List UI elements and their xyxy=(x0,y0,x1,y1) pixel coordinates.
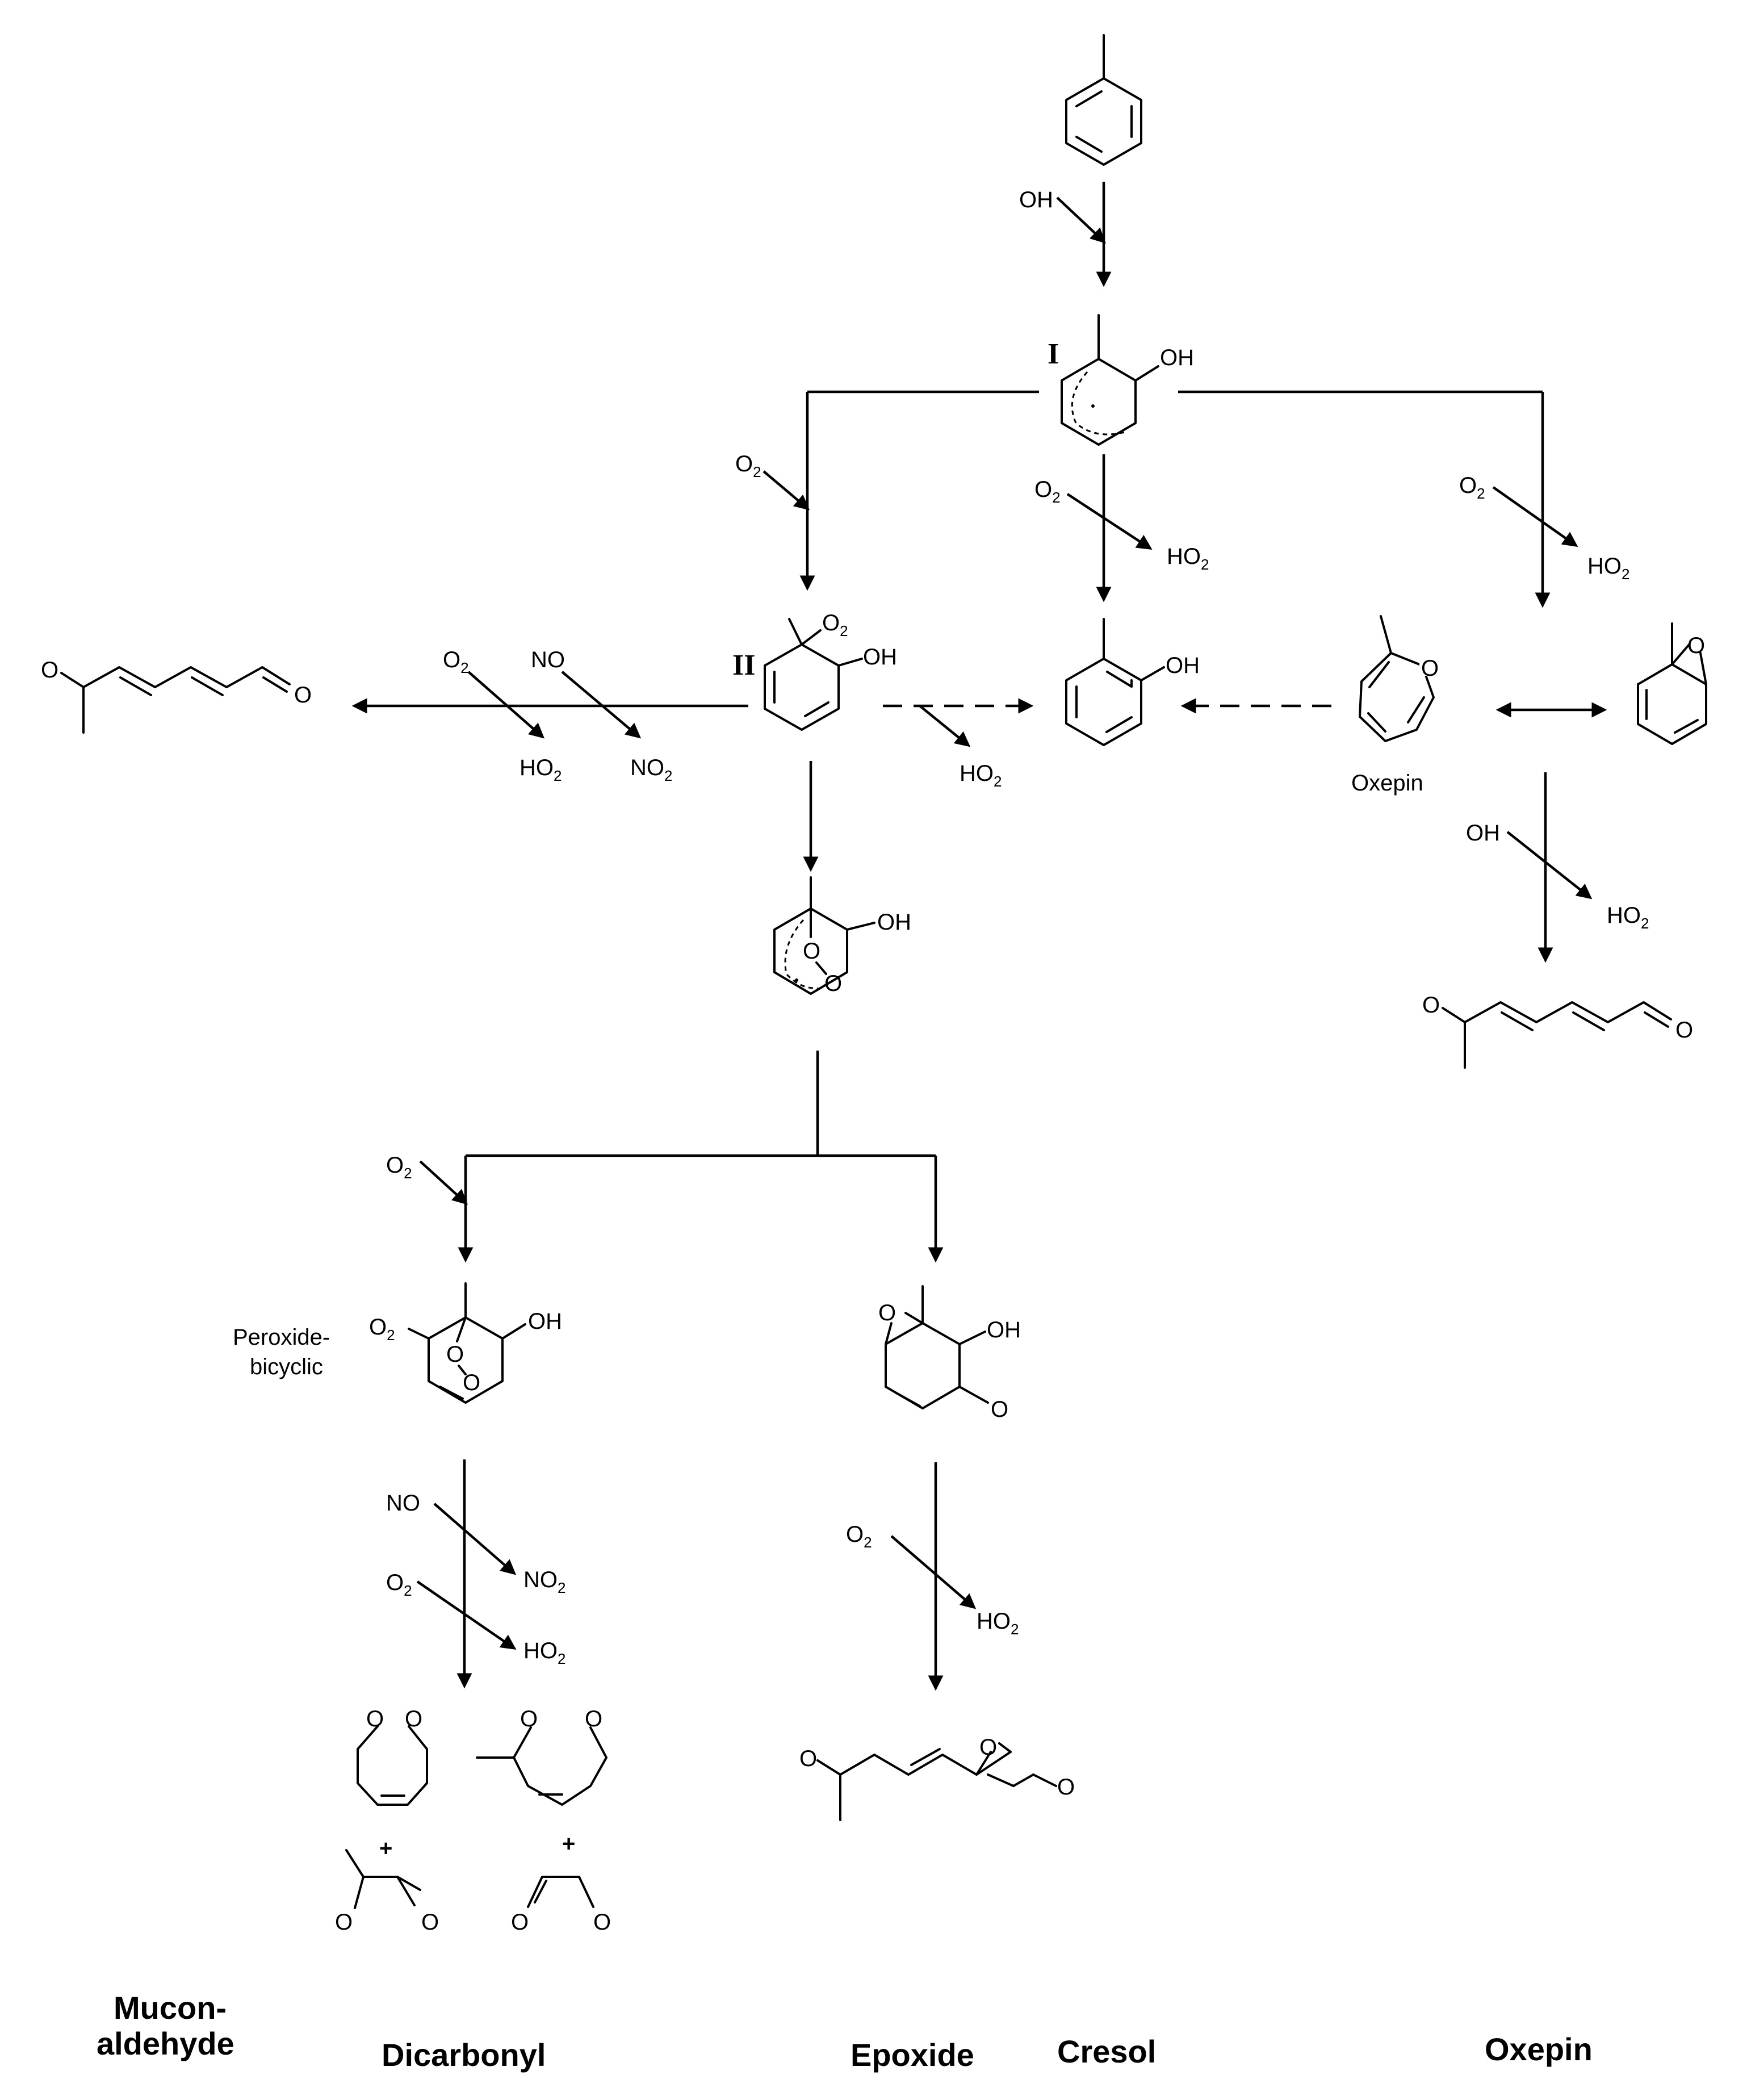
category-labels: Mucon- aldehyde Dicarbonyl Epoxide Creso… xyxy=(97,1990,1593,2073)
atom-o-methylbutenedial-1: O xyxy=(520,1706,538,1731)
reagent-o2-center: O2 xyxy=(1034,477,1061,506)
atom-o-muc-right-1: O xyxy=(1422,993,1440,1018)
atom-o2-II: O2 xyxy=(822,610,848,639)
epoxy-to-epoxide-step: O2 HO2 xyxy=(846,1462,1019,1691)
category-cresol: Cresol xyxy=(1057,2034,1156,2069)
intermediate-II-structure: II O2 OH xyxy=(732,610,897,731)
atom-o-methylbutenedial-2: O xyxy=(585,1706,602,1731)
muconaldehyde-structure-left: O O xyxy=(41,658,312,734)
to-cresol-dashed: HO2 xyxy=(883,698,1331,790)
category-mucon-1: Mucon- xyxy=(114,1990,227,2026)
plus-sign-2: + xyxy=(562,1831,575,1856)
atom-o-muc-right-2: O xyxy=(1675,1018,1693,1043)
reagent-ho2-epox: HO2 xyxy=(977,1609,1019,1638)
intermediate-I-structure: I OH xyxy=(1048,314,1194,446)
plus-sign-1: + xyxy=(379,1836,392,1861)
reagent-ho2-dicarb: HO2 xyxy=(523,1638,565,1667)
atom-o-epoxide-ring: O xyxy=(979,1735,997,1760)
label-oxepin: Oxepin xyxy=(1351,771,1423,796)
bicyclic-radical-structure: O O OH xyxy=(773,876,911,996)
atom-o-benzene-oxide: O xyxy=(1687,633,1705,658)
reagent-ho2-right: HO2 xyxy=(1587,554,1629,583)
label-intermediate-I: I xyxy=(1048,338,1059,370)
reagent-ho2-muc: HO2 xyxy=(520,755,562,784)
toluene-structure xyxy=(1065,34,1142,166)
to-muconaldehyde-step: O2 NO HO2 NO2 xyxy=(351,647,748,784)
atom-o-butenedial-2: O xyxy=(405,1706,422,1731)
atom-o-methylglyoxal-2: O xyxy=(421,1910,439,1935)
reagent-ho2-right-lower: HO2 xyxy=(1607,903,1649,932)
peroxide-bicyclic-structure: Peroxide- bicyclic O2 O O OH xyxy=(233,1282,562,1404)
reagent-ho2-center: HO2 xyxy=(1167,544,1209,573)
atom-oh-I: OH xyxy=(1160,345,1194,370)
reagent-oh-right: OH xyxy=(1466,821,1500,846)
atom-o-glyoxal-1: O xyxy=(511,1910,529,1935)
reagent-o2-left: O2 xyxy=(735,451,761,480)
benzene-oxide-structure: O xyxy=(1637,622,1707,745)
atom-o-peroxide-1: O xyxy=(446,1342,464,1367)
reagent-ho2-dash: HO2 xyxy=(960,761,1002,790)
methylglyoxal-structure: O O xyxy=(335,1849,439,1935)
atom-o-bicyclic-1: O xyxy=(803,939,820,964)
atom-o-glyoxal-2: O xyxy=(593,1910,611,1935)
muconaldehyde-structure-right: O O xyxy=(1422,993,1693,1069)
atom-o-butenedial-1: O xyxy=(366,1706,384,1731)
bicyclic-split: O2 xyxy=(386,1051,944,1263)
atom-oh-epoxy: OH xyxy=(987,1317,1021,1342)
o2-ho2-right: O2 HO2 xyxy=(1459,473,1629,583)
branch-from-I xyxy=(799,390,1551,608)
atom-o-epoxy: O xyxy=(878,1300,896,1325)
o2-ho2-center: O2 HO2 xyxy=(1034,477,1209,573)
cresol-structure: OH xyxy=(1065,618,1200,746)
category-oxepin: Oxepin xyxy=(1485,2031,1593,2067)
atom-oh-II: OH xyxy=(863,645,897,670)
methylbutenedial-structure: O O xyxy=(476,1706,608,1806)
atom-o-epoxide-aldehyde: O xyxy=(1057,1775,1075,1800)
label-peroxide-2: bicyclic xyxy=(250,1354,323,1379)
atom-oh-peroxide: OH xyxy=(528,1309,562,1334)
reagent-o2-epox: O2 xyxy=(846,1522,872,1551)
atom-o-peroxide-2: O xyxy=(463,1370,480,1395)
peroxide-to-dicarbonyl-step: NO O2 NO2 HO2 xyxy=(386,1459,565,1689)
atom-o-alkoxy: O xyxy=(991,1397,1008,1422)
reagent-o2-right: O2 xyxy=(1459,473,1485,502)
reagent-no-dicarb: NO xyxy=(386,1491,420,1516)
atom-o-muc-left-2: O xyxy=(294,683,312,708)
atom-o-muc-left-1: O xyxy=(41,658,58,683)
category-epoxide: Epoxide xyxy=(851,2037,974,2073)
oxepin-to-muconaldehyde-step: OH HO2 xyxy=(1466,772,1649,963)
oxepin-structure: O Oxepin xyxy=(1351,615,1439,796)
reagent-o2-dicarb: O2 xyxy=(386,1570,412,1599)
atom-o-oxepin: O xyxy=(1421,656,1439,681)
atom-o2-peroxide: O2 xyxy=(369,1315,395,1344)
reagent-no2-dicarb: NO2 xyxy=(523,1567,565,1596)
category-dicarbonyl: Dicarbonyl xyxy=(382,2037,546,2073)
reagent-o2-split: O2 xyxy=(386,1153,412,1182)
atom-oh-cresol: OH xyxy=(1166,653,1200,678)
epoxide-product-structure: O O O xyxy=(799,1735,1075,1821)
glyoxal-structure: O O xyxy=(511,1876,611,1935)
o2-addition-left: O2 xyxy=(735,451,810,511)
category-mucon-2: aldehyde xyxy=(97,2026,234,2061)
oh-addition-step: OH xyxy=(1019,182,1112,287)
label-intermediate-II: II xyxy=(732,649,755,681)
reagent-oh: OH xyxy=(1019,187,1053,212)
label-peroxide-1: Peroxide- xyxy=(233,1325,330,1350)
atom-o-methylglyoxal-1: O xyxy=(335,1910,353,1935)
butenedial-structure: O O xyxy=(357,1706,428,1806)
atom-o-bicyclic-2: O xyxy=(824,971,842,996)
reagent-o2-muc: O2 xyxy=(443,647,469,676)
reagent-no2-muc: NO2 xyxy=(630,755,672,784)
epoxy-alkoxy-structure: O OH O xyxy=(878,1285,1021,1422)
atom-oh-bicyclic: OH xyxy=(877,910,911,935)
atom-o-epoxide-ketone: O xyxy=(799,1746,817,1771)
reagent-no-muc: NO xyxy=(531,647,565,672)
